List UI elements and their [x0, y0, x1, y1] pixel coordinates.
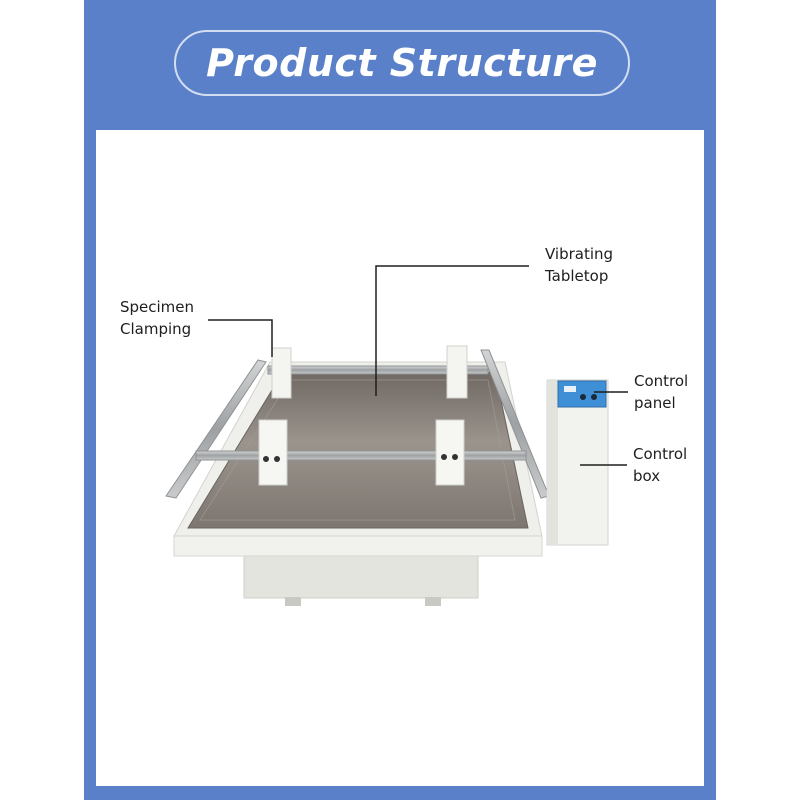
label-line: Vibrating [545, 245, 614, 263]
label-control-panel: Control panel [634, 370, 688, 414]
label-line: Tabletop [545, 267, 609, 285]
page-title: Product Structure [206, 41, 598, 85]
back-rail [267, 365, 489, 375]
label-line: Control [633, 445, 688, 463]
leader-vibrating-tabletop [375, 265, 529, 396]
title-pill: Product Structure [174, 30, 630, 96]
label-specimen-clamping: Specimen Clamping [120, 296, 194, 340]
control-panel [557, 380, 607, 408]
label-control-box: Control box [633, 443, 687, 487]
front-rail [195, 450, 527, 461]
label-vibrating-tabletop: Vibrating Tabletop [545, 243, 613, 287]
leader-lines [208, 265, 628, 466]
leader-specimen-clamping [208, 319, 273, 357]
base-pedestal [243, 551, 479, 606]
label-line: panel [634, 394, 676, 412]
label-line: Control [634, 372, 689, 390]
specimen-clamp [258, 419, 465, 486]
label-line: box [633, 467, 661, 485]
specimen-clamp [271, 345, 468, 399]
label-line: Clamping [120, 320, 192, 338]
label-line: Specimen [120, 298, 195, 316]
